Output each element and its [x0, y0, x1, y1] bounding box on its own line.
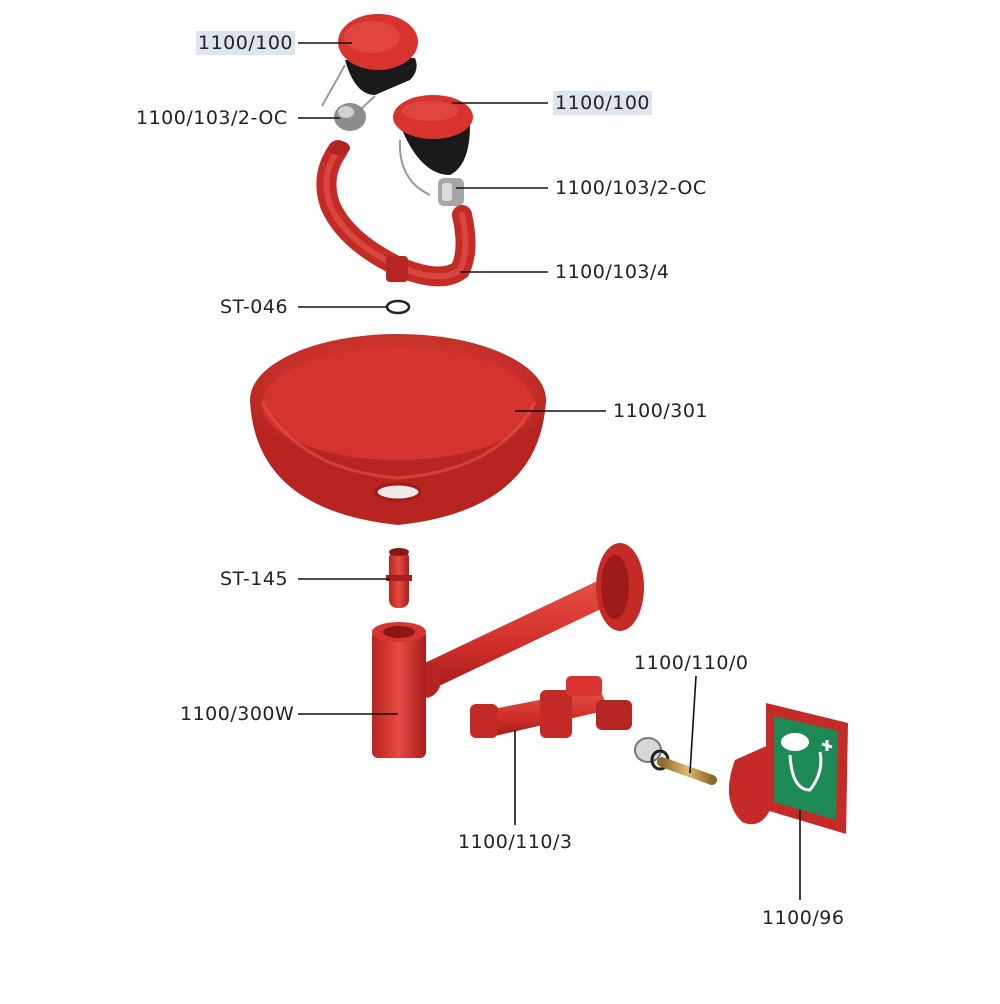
o-ring-part	[385, 299, 411, 315]
u-pipe-part	[316, 140, 476, 287]
sign-paddle-part	[728, 703, 848, 834]
leader-lines	[298, 42, 801, 900]
part-label-nozzle-right: 1100/103/2-OC	[555, 177, 707, 199]
part-label-nozzle-left: 1100/103/2-OC	[136, 107, 288, 129]
cover-right-part	[393, 95, 473, 196]
part-label-bowl: 1100/301	[613, 400, 709, 422]
wall-bracket-part	[372, 543, 644, 758]
leader-line-9	[689, 675, 697, 774]
part-label-valve-body: 1100/110/3	[458, 831, 573, 853]
part-label-sign-paddle: 1100/96	[762, 907, 845, 929]
strainer-part	[386, 548, 412, 608]
part-label-wall-bracket: 1100/300W	[180, 703, 295, 725]
part-label-o-ring: ST-046	[220, 296, 289, 318]
bowl-part	[250, 334, 546, 525]
cover-top-left-part	[321, 14, 418, 111]
part-label-cover-top-left: 1100/100	[196, 31, 296, 55]
part-label-u-pipe: 1100/103/4	[555, 261, 670, 283]
part-label-strainer: ST-145	[220, 568, 289, 590]
nozzle-right-part	[438, 178, 464, 206]
valve-body-part	[470, 676, 632, 738]
part-label-cover-right: 1100/100	[553, 91, 653, 115]
part-label-valve-key: 1100/110/0	[634, 652, 749, 674]
nozzle-left-part	[334, 103, 366, 131]
valve-key-part	[634, 737, 717, 785]
